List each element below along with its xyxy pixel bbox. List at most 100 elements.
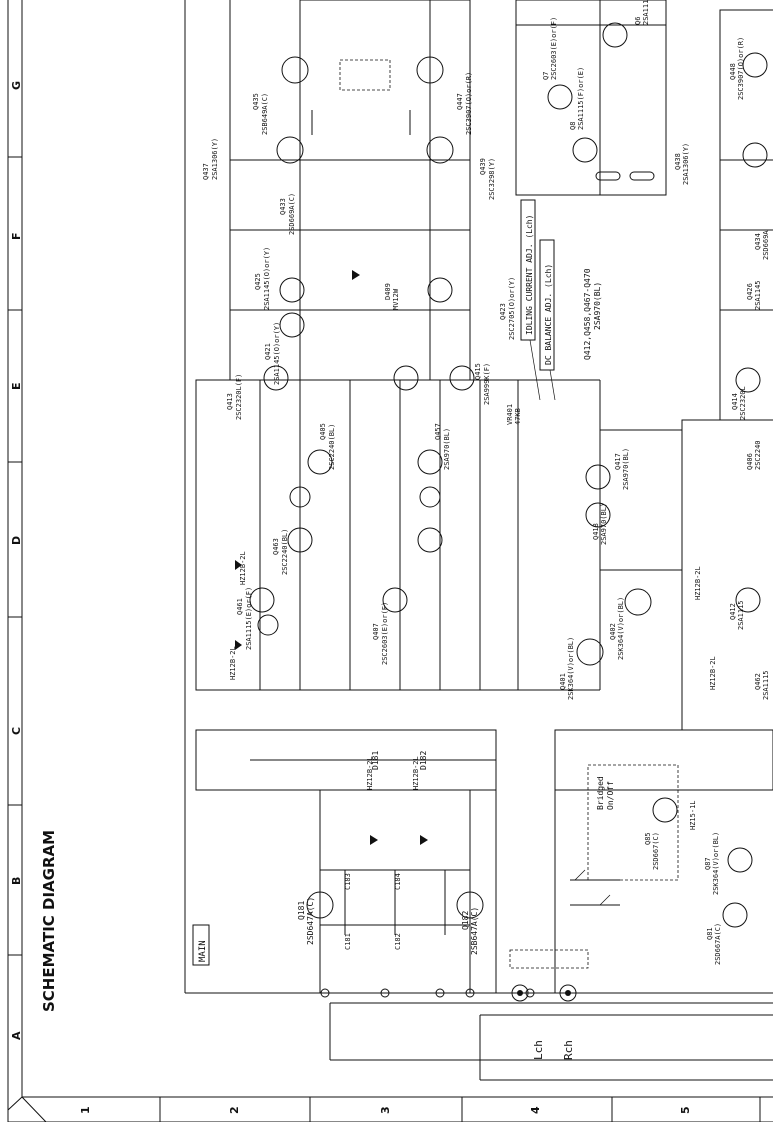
transistor-q401-symbol (576, 638, 604, 666)
right-channel-block: Q448 2SC3907(O)or(R) Q438 2SA1306(Y) Q43… (674, 9, 773, 731)
col-label-f: F (10, 232, 23, 240)
rch-label: Rch (562, 1040, 575, 1060)
svg-text:2SD667(C): 2SD667(C) (652, 832, 660, 870)
svg-text:Q448: Q448 (729, 63, 737, 80)
svg-text:Q425: Q425 (254, 273, 262, 290)
svg-text:2SA1145: 2SA1145 (754, 280, 762, 310)
bridged-state-label: On/Off (606, 781, 615, 810)
svg-text:Q421: Q421 (264, 343, 272, 360)
svg-text:HZ12B-2L: HZ12B-2L (366, 756, 374, 790)
adjustment-notes: IDLING CURRENT ADJ. (Lch) DC BALANCE ADJ… (506, 199, 602, 425)
svg-text:2SA1115(F)or(E): 2SA1115(F)or(E) (642, 0, 650, 25)
svg-text:2SA1115(E)or(F): 2SA1115(E)or(F) (245, 587, 253, 650)
col-label-e: E (10, 382, 23, 390)
vr401-label: VR401 (506, 404, 514, 425)
transistor-q182-symbol (456, 891, 484, 919)
svg-text:2SA999K(F): 2SA999K(F) (483, 363, 491, 405)
svg-text:Q406: Q406 (746, 453, 754, 470)
transistor-q463-symbol (287, 527, 313, 553)
row-label-2: 2 (228, 1106, 241, 1114)
transistor-q467-symbol (417, 527, 443, 553)
bridged-label: Bridged (596, 776, 605, 810)
svg-text:HZ12B-2L: HZ12B-2L (709, 656, 717, 690)
svg-text:Q434: Q434 (754, 233, 762, 250)
svg-text:2SC2320L(F): 2SC2320L(F) (235, 374, 243, 420)
transistor-q7-symbol (547, 84, 573, 110)
svg-text:Q87: Q87 (704, 857, 712, 870)
transistor-q407-symbol (382, 587, 408, 613)
transistor-q437-symbol (276, 136, 304, 164)
svg-text:Q423: Q423 (499, 303, 507, 320)
svg-text:2SA1145(O)or(Y): 2SA1145(O)or(Y) (273, 322, 281, 385)
row-labels: 1 2 3 4 5 (79, 1106, 692, 1114)
transistor-q81-symbol (722, 902, 748, 928)
svg-text:D182: D182 (419, 751, 428, 770)
svg-text:Q418: Q418 (592, 523, 600, 540)
column-ticks (159, 1097, 761, 1122)
fet-input-stage: Q401 2SK364(V)or(BL) Q402 2SK364(V)or(BL… (559, 380, 682, 700)
transistor-q425-symbol (279, 277, 305, 303)
row-label-3: 3 (379, 1106, 392, 1114)
row-label-4: 4 (529, 1106, 542, 1114)
svg-text:Q402: Q402 (609, 623, 617, 640)
row-ticks (8, 156, 22, 956)
svg-text:Q437: Q437 (202, 163, 210, 180)
svg-text:Q433: Q433 (279, 198, 287, 215)
rch-input-jack (559, 984, 577, 1002)
svg-text:2SC3298(Y): 2SC3298(Y) (488, 158, 496, 200)
svg-text:Q414: Q414 (731, 393, 739, 410)
transistor-q415-symbol (449, 365, 475, 391)
svg-text:HZ12B-2L: HZ12B-2L (239, 551, 247, 585)
transistor-q85-symbol (652, 797, 678, 823)
lch-input-jack (511, 984, 529, 1002)
frame-border (7, 0, 773, 1122)
svg-text:Q6: Q6 (634, 17, 642, 25)
transistor-q87-symbol (727, 847, 753, 873)
transistor-q439-symbol (426, 136, 454, 164)
svg-text:Q181: Q181 (297, 901, 306, 920)
svg-text:D181: D181 (371, 751, 380, 770)
svg-text:2SD667A(C): 2SD667A(C) (714, 923, 722, 965)
transistor-q457-symbol (417, 449, 443, 475)
transistor-q181-symbol (306, 891, 334, 919)
transistor-q8-symbol (572, 137, 598, 163)
svg-text:Q81: Q81 (706, 927, 714, 940)
row-label-1: 1 (79, 1106, 92, 1114)
svg-text:C181: C181 (344, 933, 352, 950)
transistor-q427-symbol (427, 277, 453, 303)
svg-text:Q438: Q438 (674, 153, 682, 170)
svg-text:2SC2240(BL): 2SC2240(BL) (328, 424, 336, 470)
svg-text:2SB649A(C): 2SB649A(C) (261, 93, 269, 135)
svg-text:2SD669A(C): 2SD669A(C) (288, 193, 296, 235)
svg-text:2SC3907(O)or(R): 2SC3907(O)or(R) (737, 37, 745, 100)
svg-text:2SA1306(Y): 2SA1306(Y) (682, 143, 690, 185)
transistor-q418-symbol (585, 502, 611, 528)
col-label-c: C (10, 727, 23, 735)
svg-text:Q415: Q415 (474, 363, 482, 380)
svg-text:2SC3907(O)or(R): 2SC3907(O)or(R) (465, 72, 473, 135)
svg-text:C183: C183 (344, 873, 352, 890)
svg-text:Q405: Q405 (319, 423, 327, 440)
row-label-5: 5 (679, 1106, 692, 1114)
transistor-q448-symbol (742, 52, 768, 78)
main-section-label: MAIN (192, 924, 210, 966)
input-jacks: Lch Rch (509, 949, 589, 1060)
input-stage-block: Q405 2SC2240(BL) Q457 2SA970(BL) Q463 2S… (195, 379, 600, 691)
svg-text:Q407: Q407 (372, 623, 380, 640)
transistor-q421-symbol (279, 312, 305, 338)
balance-adj-label: DC BALANCE ADJ. (Lch) (544, 264, 553, 365)
col-label-d: D (10, 536, 23, 545)
svg-text:2SA970(BL): 2SA970(BL) (443, 428, 451, 470)
q-group-type: 2SA970(BL) (593, 282, 602, 330)
svg-text:2SD647A(C): 2SD647A(C) (306, 897, 315, 945)
svg-text:Q447: Q447 (456, 93, 464, 110)
svg-text:2SC2320L: 2SC2320L (739, 386, 747, 420)
transistor-q413-symbol (263, 365, 289, 391)
svg-text:2SA1145(O)or(Y): 2SA1145(O)or(Y) (263, 247, 271, 310)
column-labels: A B C D E F G (10, 81, 23, 1040)
svg-text:Q401: Q401 (559, 673, 567, 690)
svg-text:Q463: Q463 (272, 538, 280, 555)
svg-text:Q7: Q7 (542, 72, 550, 80)
svg-text:HZ15-1L: HZ15-1L (689, 800, 697, 830)
